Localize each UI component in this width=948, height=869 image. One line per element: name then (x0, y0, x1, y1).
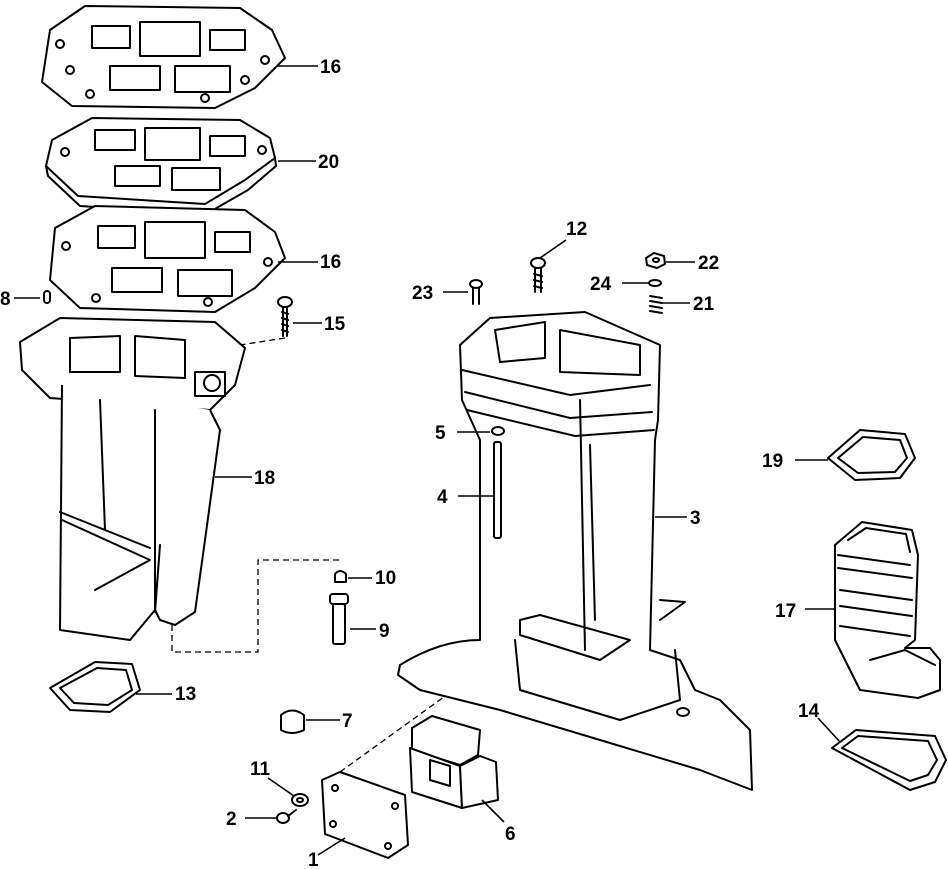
part-16-lower-gasket (49, 205, 286, 313)
part-10-grommet (334, 570, 347, 583)
label-7: 7 (342, 711, 353, 732)
part-15-screw (277, 296, 293, 337)
label-8: 8 (0, 289, 11, 310)
label-17: 17 (775, 601, 796, 622)
part-22-nut (645, 252, 666, 269)
label-1: 1 (308, 850, 319, 869)
label-4: 4 (437, 487, 448, 508)
part-21-spring (649, 295, 663, 314)
part-20-adapter-plate (45, 117, 277, 215)
part-7-bumper (280, 709, 305, 734)
label-22: 22 (698, 253, 719, 274)
part-2-screw (276, 809, 297, 824)
label-21: 21 (693, 294, 715, 315)
label-24: 24 (590, 274, 612, 295)
part-13-seal (49, 661, 141, 713)
part-19-seal (827, 429, 916, 481)
label-10: 10 (375, 568, 396, 589)
label-15: 15 (324, 314, 346, 335)
part-4-stud (493, 441, 502, 539)
part-5-washer (491, 426, 505, 436)
part-6-mount (409, 715, 499, 809)
label-13: 13 (175, 684, 196, 705)
label-16-upper: 16 (320, 57, 341, 78)
label-18: 18 (254, 468, 275, 489)
label-11: 11 (250, 759, 271, 780)
part-11-washer (291, 793, 309, 807)
part-24-washer (648, 279, 662, 287)
part-12-screw (530, 257, 546, 293)
label-19: 19 (762, 451, 783, 472)
part-23-screw (469, 279, 483, 305)
part-14-seal (831, 729, 947, 791)
part-8-dowel-pin (43, 290, 51, 304)
label-20: 20 (318, 152, 339, 173)
part-18-exhaust-housing (19, 317, 246, 641)
part-17-exhaust-seal (834, 521, 941, 699)
label-2: 2 (226, 809, 237, 830)
label-16-lower: 16 (320, 252, 341, 273)
part-labels: 16 20 16 8 15 18 10 9 13 7 11 2 1 6 5 4 … (0, 57, 820, 869)
label-3: 3 (690, 508, 701, 529)
label-12: 12 (566, 219, 587, 240)
label-14: 14 (798, 701, 820, 722)
part-16-upper-gasket (41, 5, 286, 109)
label-23: 23 (412, 283, 433, 304)
label-6: 6 (505, 824, 516, 845)
leader-lines (14, 65, 841, 856)
label-5: 5 (435, 423, 446, 444)
part-9-water-tube (329, 593, 349, 645)
label-9: 9 (379, 621, 390, 642)
part-3-driveshaft-housing (397, 311, 753, 791)
